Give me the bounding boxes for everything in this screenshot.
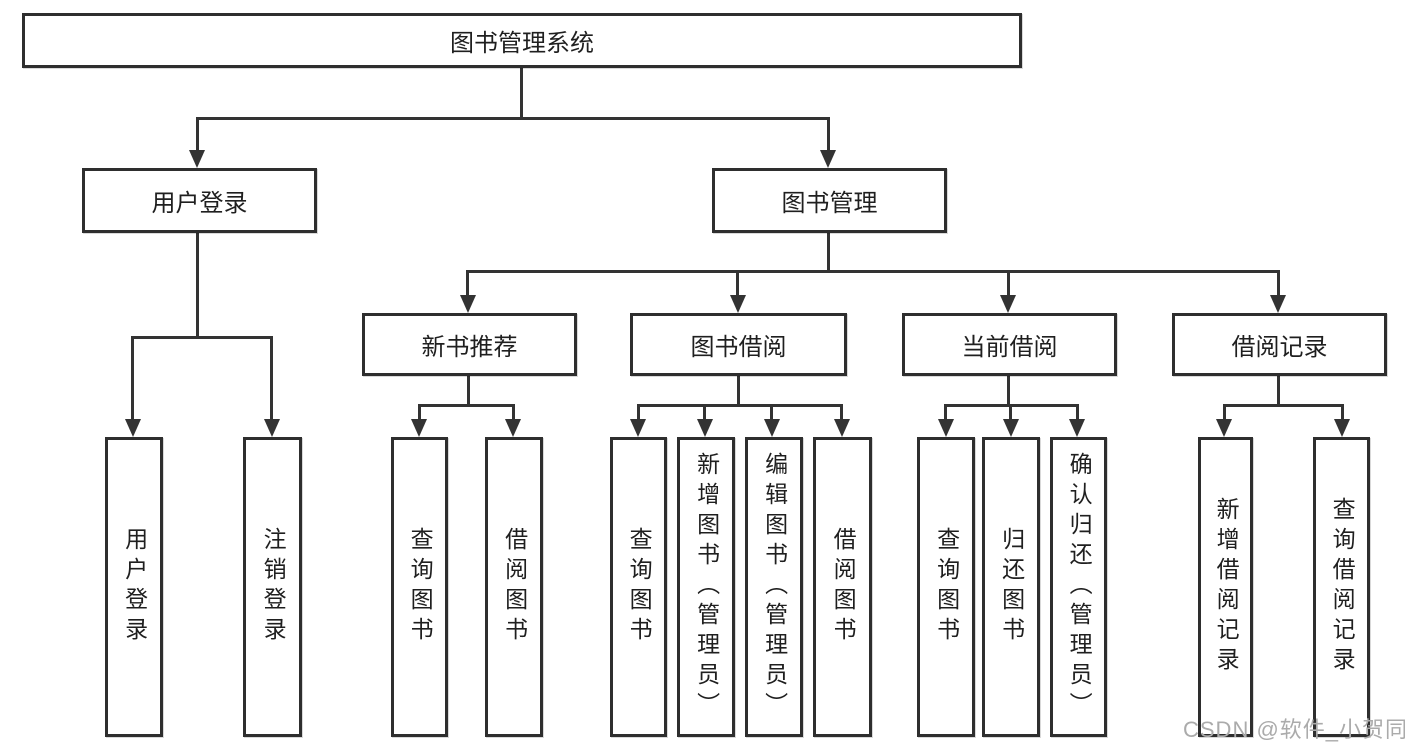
connector-bookmgmt-hbar [467, 270, 1280, 273]
node-root-label: 图书管理系统 [450, 30, 594, 57]
connector-leg-leaf-user-login [131, 336, 134, 422]
node-new-book-rec: 新书推荐 [362, 313, 577, 376]
connector-leg [770, 404, 773, 422]
arrow-down-icon [820, 150, 836, 168]
connector-newbookrec-hbar [418, 404, 515, 407]
connector-leg-book-mgmt [827, 117, 830, 153]
leaf-query-books-borrow-label: 查询图书 [626, 527, 653, 647]
node-borrow-records-label: 借阅记录 [1231, 334, 1328, 361]
connector-userlogin-hbar [131, 336, 273, 339]
connector-leg-leaf-logout [270, 336, 273, 422]
leaf-user-login-label: 用户登录 [121, 527, 148, 647]
arrow-down-icon [1000, 295, 1016, 313]
node-new-book-rec-label: 新书推荐 [421, 334, 518, 361]
arrow-down-icon [125, 419, 141, 437]
leaf-borrow-books-borrow: 借阅图书 [813, 437, 872, 737]
node-book-mgmt: 图书管理 [712, 168, 947, 233]
connector-currentborrow-stem [1007, 376, 1010, 407]
leaf-add-borrow-record: 新增借阅记录 [1198, 437, 1253, 737]
connector-root-stem [520, 68, 523, 119]
connector-leg [418, 404, 421, 422]
connector-borrowrecords-hbar [1223, 404, 1344, 407]
leaf-logout-login-label: 注销登录 [260, 527, 287, 647]
connector-userlogin-stem [196, 233, 199, 339]
leaf-borrow-books-newrec-label: 借阅图书 [501, 527, 528, 647]
connector-leg [703, 404, 706, 422]
arrow-down-icon [505, 419, 521, 437]
connector-leg [1009, 404, 1012, 422]
connector-leg-current-borrow [1007, 270, 1010, 298]
leaf-edit-book-admin-label: 编辑图书（管理员） [761, 452, 788, 722]
node-borrow-records: 借阅记录 [1172, 313, 1387, 376]
arrow-down-icon [460, 295, 476, 313]
leaf-user-login: 用户登录 [105, 437, 163, 737]
connector-leg-book-borrow [736, 270, 739, 298]
connector-newbookrec-stem [467, 376, 470, 407]
connector-bookborrow-hbar [637, 404, 843, 407]
watermark: CSDN @软件_小贺同学 [1183, 717, 1405, 742]
leaf-query-borrow-record: 查询借阅记录 [1313, 437, 1370, 737]
connector-root-hbar [196, 117, 830, 120]
leaf-add-book-admin-label: 新增图书（管理员） [693, 452, 720, 722]
arrow-down-icon [1334, 419, 1350, 437]
node-user-login-label: 用户登录 [151, 190, 248, 217]
node-user-login: 用户登录 [82, 168, 317, 233]
connector-leg [944, 404, 947, 422]
leaf-query-books-current: 查询图书 [917, 437, 975, 737]
arrow-down-icon [1216, 419, 1232, 437]
arrow-down-icon [764, 419, 780, 437]
leaf-return-book-label: 归还图书 [998, 527, 1025, 647]
arrow-down-icon [411, 419, 427, 437]
connector-bookmgmt-stem [827, 233, 830, 273]
leaf-query-borrow-record-label: 查询借阅记录 [1329, 497, 1356, 677]
leaf-add-book-admin: 新增图书（管理员） [677, 437, 735, 737]
arrow-down-icon [730, 295, 746, 313]
leaf-query-books-current-label: 查询图书 [933, 527, 960, 647]
node-book-borrow-label: 图书借阅 [690, 334, 787, 361]
leaf-confirm-return-admin: 确认归还（管理员） [1050, 437, 1107, 737]
connector-leg [840, 404, 843, 422]
connector-leg [512, 404, 515, 422]
connector-leg-new-book-rec [466, 270, 469, 298]
leaf-edit-book-admin: 编辑图书（管理员） [745, 437, 803, 737]
connector-borrowrecords-stem [1277, 376, 1280, 407]
arrow-down-icon [630, 419, 646, 437]
connector-leg-user-login [196, 117, 199, 153]
leaf-add-borrow-record-label: 新增借阅记录 [1213, 497, 1240, 677]
arrow-down-icon [697, 419, 713, 437]
arrow-down-icon [1270, 295, 1286, 313]
leaf-borrow-books-newrec: 借阅图书 [485, 437, 543, 737]
connector-bookborrow-stem [737, 376, 740, 407]
connector-leg [1223, 404, 1226, 422]
arrow-down-icon [189, 150, 205, 168]
arrow-down-icon [1003, 419, 1019, 437]
leaf-borrow-books-borrow-label: 借阅图书 [830, 527, 857, 647]
connector-leg [1076, 404, 1079, 422]
leaf-confirm-return-admin-label: 确认归还（管理员） [1066, 452, 1093, 722]
connector-leg [637, 404, 640, 422]
arrow-down-icon [1069, 419, 1085, 437]
node-current-borrow-label: 当前借阅 [961, 334, 1058, 361]
connector-leg [1341, 404, 1344, 422]
node-current-borrow: 当前借阅 [902, 313, 1117, 376]
node-book-mgmt-label: 图书管理 [781, 190, 878, 217]
node-root: 图书管理系统 [22, 13, 1022, 68]
leaf-logout-login: 注销登录 [243, 437, 302, 737]
node-book-borrow: 图书借阅 [630, 313, 847, 376]
arrow-down-icon [938, 419, 954, 437]
leaf-query-books-newrec: 查询图书 [391, 437, 448, 737]
arrow-down-icon [264, 419, 280, 437]
leaf-query-books-borrow: 查询图书 [610, 437, 667, 737]
leaf-query-books-newrec-label: 查询图书 [407, 527, 434, 647]
leaf-return-book: 归还图书 [982, 437, 1040, 737]
arrow-down-icon [834, 419, 850, 437]
connector-leg-borrow-records [1277, 270, 1280, 298]
